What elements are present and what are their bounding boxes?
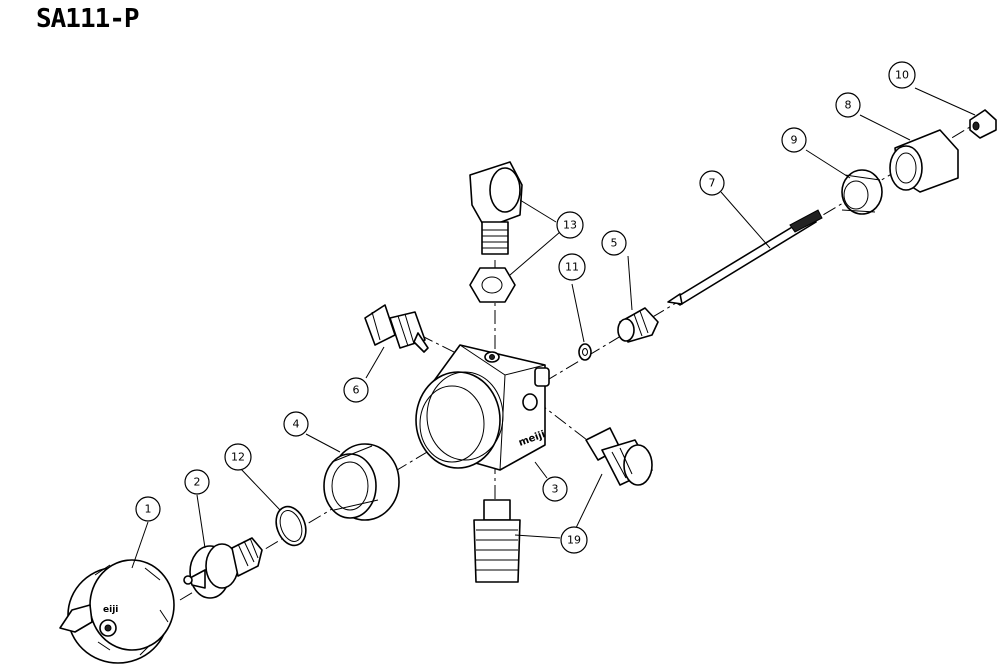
callout-2-label: 2	[194, 476, 201, 489]
callout-13: 13	[556, 211, 584, 239]
part-6-adjuster-valve	[364, 304, 429, 353]
part-4-retaining-ring	[323, 443, 400, 521]
callout-1: 1	[135, 496, 161, 522]
callout-6: 6	[343, 377, 369, 403]
callout-10-label: 10	[895, 69, 909, 82]
callout-6-label: 6	[353, 384, 360, 397]
callout-8-label: 8	[845, 99, 852, 112]
callout-5-label: 5	[611, 237, 618, 250]
callout-4: 4	[283, 411, 309, 437]
callout-5: 5	[601, 230, 627, 256]
callout-3: 3	[542, 476, 568, 502]
callout-13-label: 13	[563, 219, 577, 232]
callout-9: 9	[781, 127, 807, 153]
callout-8: 8	[835, 92, 861, 118]
part-10-end-plug	[969, 109, 997, 139]
part-8-cap-nut	[889, 129, 959, 193]
part-9-lock-nut	[841, 169, 883, 215]
callout-12-label: 12	[231, 451, 245, 464]
callout-9-label: 9	[791, 134, 798, 147]
part-11-washer	[578, 343, 592, 361]
callout-2: 2	[184, 469, 210, 495]
callout-1-label: 1	[145, 503, 152, 516]
leader-lines	[131, 87, 976, 569]
callout-12: 12	[224, 443, 252, 471]
callout-19: 19	[560, 526, 588, 554]
callout-7-label: 7	[709, 177, 716, 190]
part-1-air-cap: eiji	[59, 559, 175, 664]
diagram-title: SA111-P	[36, 4, 140, 34]
part-7-needle	[667, 209, 823, 306]
part-13-swivel-joint	[469, 161, 523, 303]
part-12-o-ring	[275, 505, 307, 547]
part-3-body: meiji	[415, 344, 550, 471]
callout-10: 10	[888, 61, 916, 89]
callout-11: 11	[558, 253, 586, 281]
callout-3-label: 3	[552, 483, 559, 496]
part-19-nipples	[473, 427, 653, 583]
callout-7: 7	[699, 170, 725, 196]
part-5-packing-set	[617, 307, 659, 343]
cap-marking: eiji	[103, 605, 118, 615]
callout-4-label: 4	[293, 418, 300, 431]
part-2-fluid-nozzle	[183, 537, 263, 599]
callout-11-label: 11	[565, 261, 579, 274]
callout-19-label: 19	[567, 534, 581, 547]
